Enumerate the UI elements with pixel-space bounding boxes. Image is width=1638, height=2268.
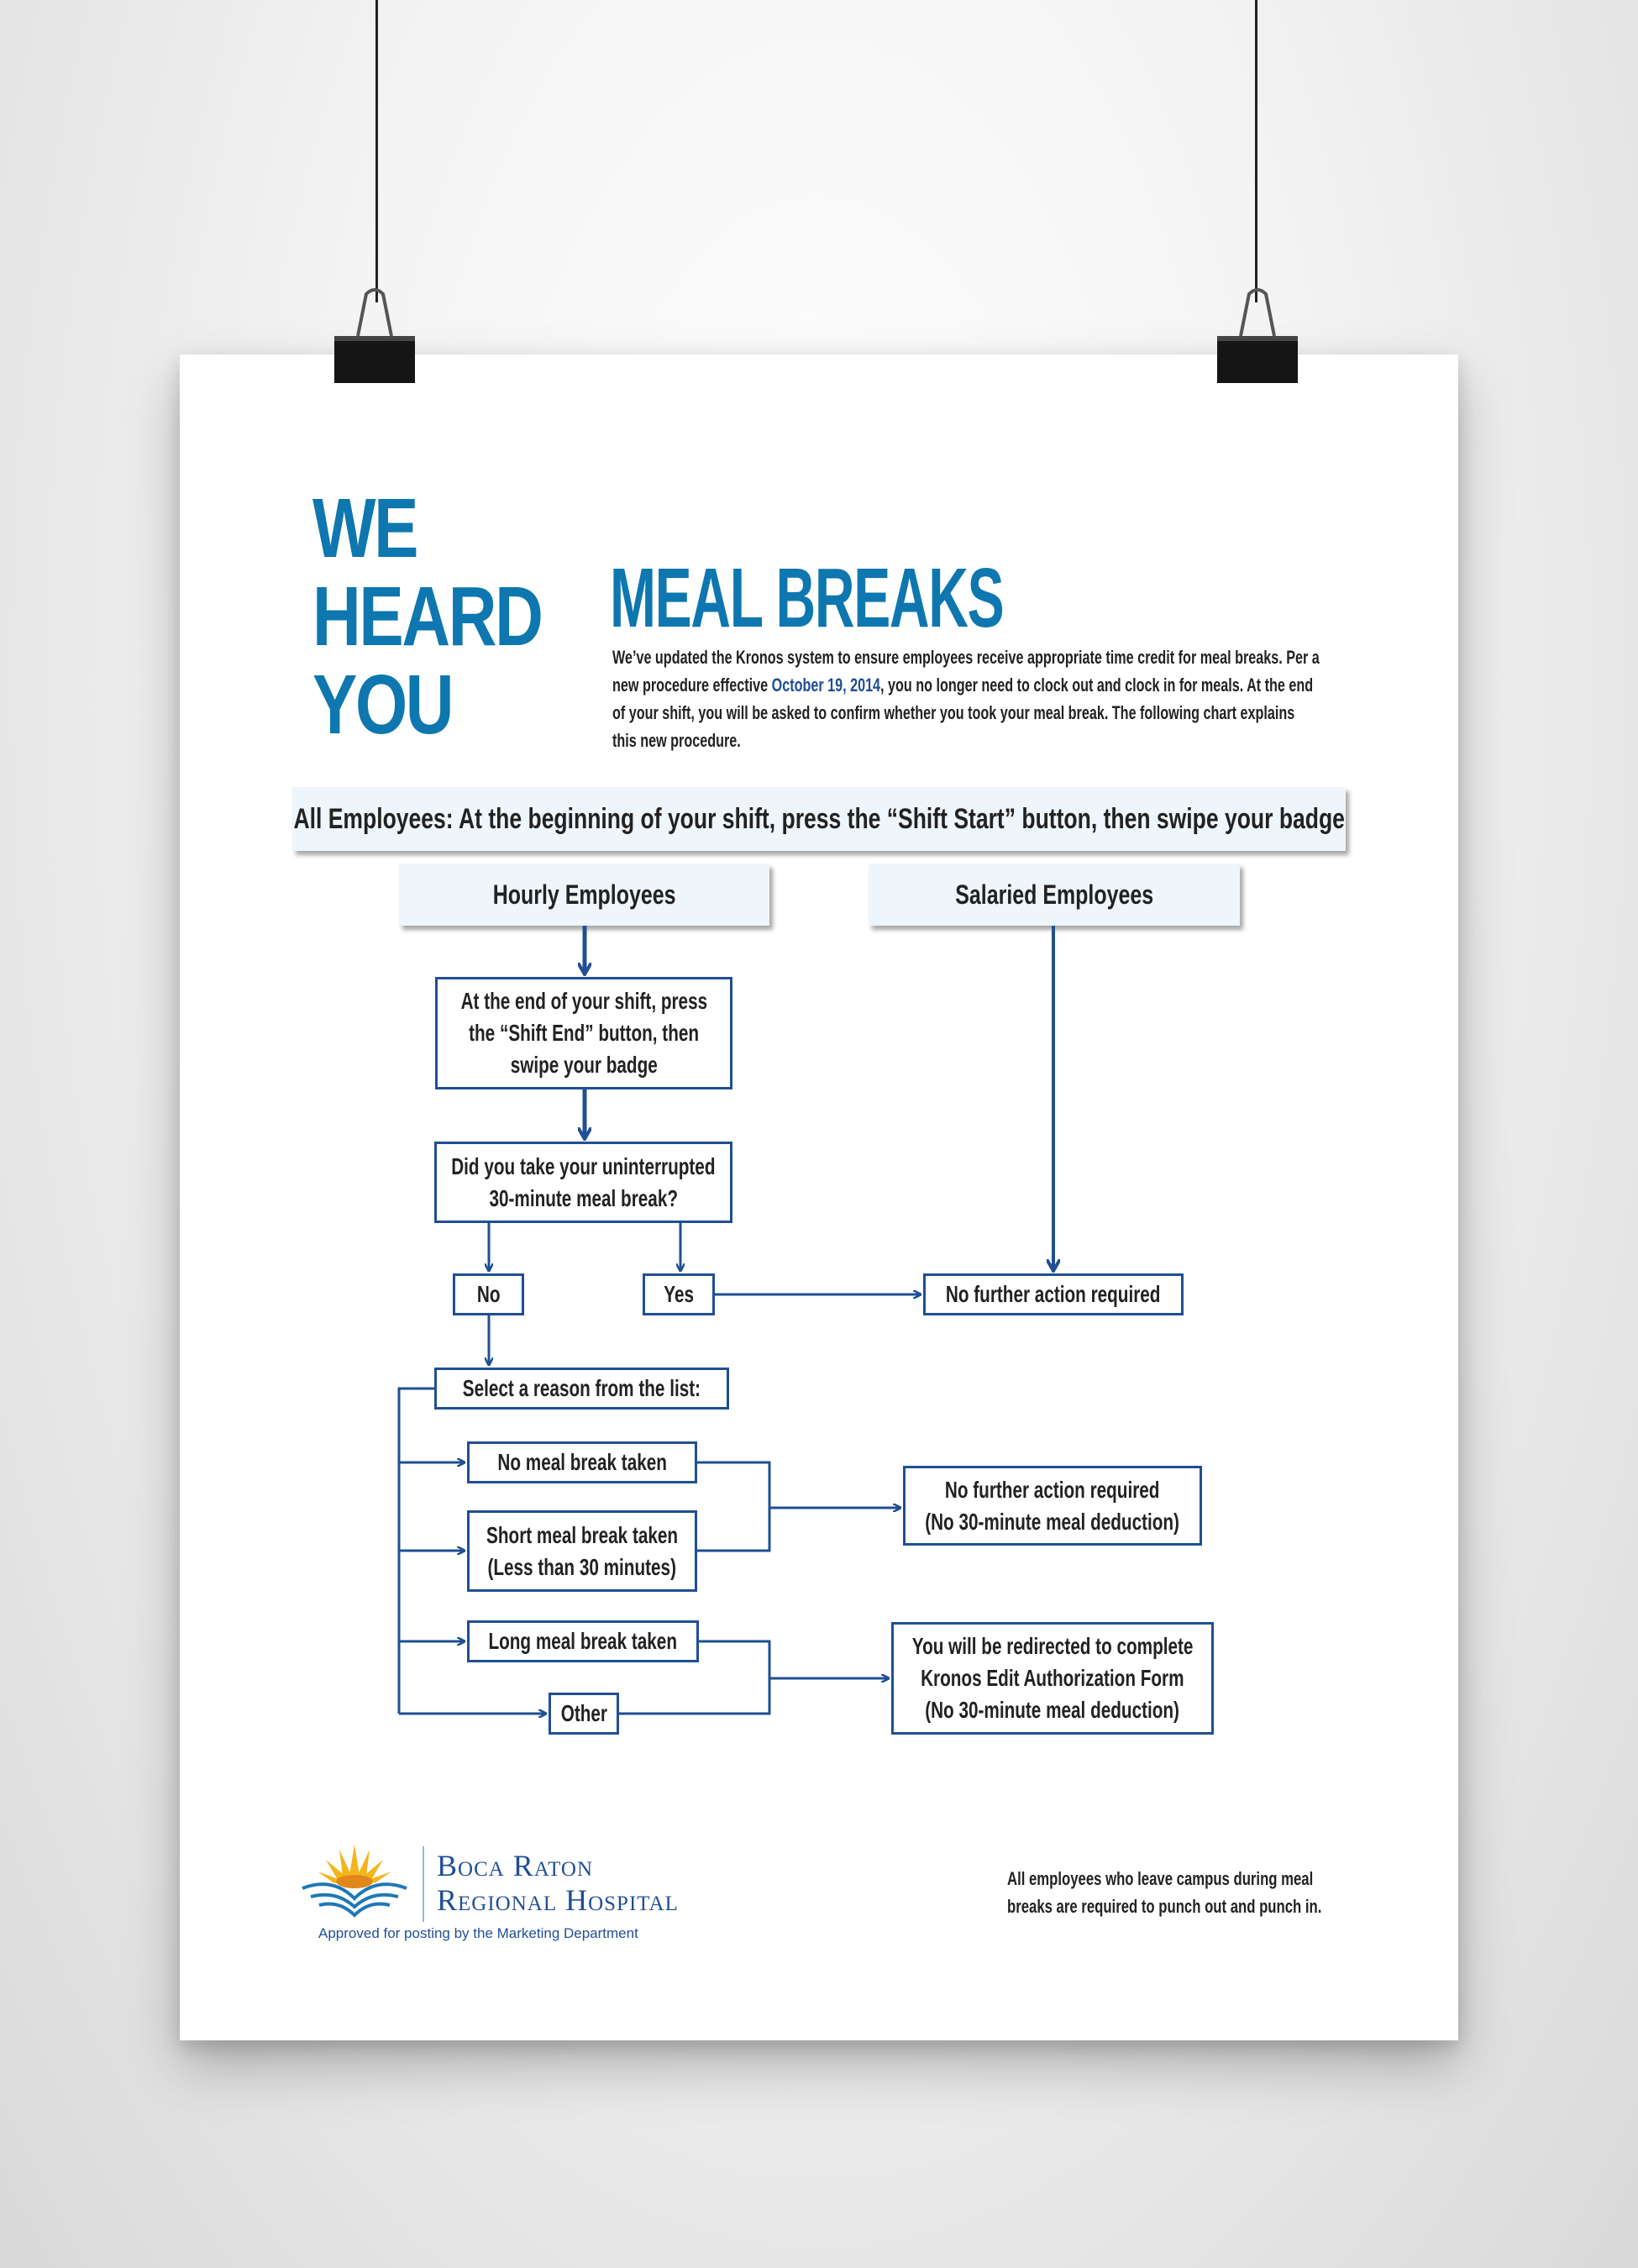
reason-no-meal-break: No meal break taken [467,1441,697,1483]
logo-text-line1: Boca Raton [437,1849,594,1882]
reason-short-meal-break: Short meal break taken (Less than 30 min… [467,1510,697,1592]
merge-no-short [697,1461,771,1552]
redirect-edit-authorization: You will be redirected to complete Krono… [891,1622,1214,1735]
question-text: 30-minute meal break? [489,1184,678,1211]
step-text: At the end of your shift, press [460,988,707,1014]
effective-date: October 19, 2014 [771,675,881,696]
no-further-action-no-deduction: No further action required (No 30-minute… [903,1466,1202,1546]
select-reason-label: Select a reason from the list: [462,1375,701,1401]
outcome-text: (No 30-minute meal deduction) [925,1697,1180,1723]
hourly-label: Hourly Employees [492,879,676,910]
banner-text: All Employees: At the beginning of your … [293,802,1345,835]
logo-divider [423,1846,424,1922]
question-text: Did you take your uninterrupted [451,1152,716,1179]
select-reason-step: Select a reason from the list: [434,1368,729,1410]
hero-line-2: HEARD [312,570,543,664]
campus-leave-note: All employees who leave campus during me… [1007,1868,1322,1917]
outcome-text: Kronos Edit Authorization Form [921,1665,1184,1691]
approval-note: Approved for posting by the Marketing De… [318,1925,638,1941]
hanging-string-right [1255,0,1257,302]
binder-clip-right-icon [1217,288,1298,383]
outcome-text: No further action required [945,1476,1160,1503]
intro-text-cont: , you no longer need to clock out and cl… [612,675,1314,751]
hanging-string-left [375,0,378,302]
salaried-employees-header: Salaried Employees [869,864,1240,926]
reason-bracket [397,1387,434,1714]
outcome-text: (No 30-minute meal deduction) [925,1508,1180,1535]
shift-end-step: At the end of your shift, press the “Shi… [435,977,732,1089]
no-action-label: No further action required [946,1281,1161,1307]
binder-clip-left-icon [334,288,415,383]
hero-line-1: WE [312,481,418,575]
all-employees-banner: All Employees: At the beginning of your … [292,787,1346,851]
intro-text: We’ve updated the Kronos system to ensur… [612,647,1320,696]
step-text: swipe your badge [510,1052,658,1078]
yes-label: Yes [664,1281,694,1307]
no-further-action: No further action required [923,1273,1184,1315]
answer-no: No [453,1273,524,1315]
logo-text-line2: Regional Hospital [437,1883,679,1917]
answer-yes: Yes [643,1273,715,1315]
hero-heading: WE HEARD YOU [312,485,599,749]
salaried-label: Salaried Employees [955,879,1153,910]
reason-sublabel: (Less than 30 minutes) [487,1553,677,1580]
no-label: No [476,1281,501,1307]
reason-label: Short meal break taken [486,1521,679,1548]
reason-label: No meal break taken [497,1449,667,1475]
reason-label: Other [560,1700,607,1726]
reason-long-meal-break: Long meal break taken [467,1620,699,1662]
hospital-logo-icon [302,1845,407,1918]
outcome-text: You will be redirected to complete [911,1633,1194,1659]
hourly-employees-header: Hourly Employees [399,864,769,926]
poster [180,354,1458,2040]
reason-other: Other [549,1693,619,1735]
hero-line-3: YOU [312,658,454,752]
page-title: MEAL BREAKS [610,551,1005,645]
reason-label: Long meal break taken [488,1628,678,1654]
meal-break-question: Did you take your uninterrupted 30-minut… [434,1142,732,1223]
step-text: the “Shift End” button, then [469,1020,699,1046]
intro-paragraph: We’ve updated the Kronos system to ensur… [612,643,1322,754]
